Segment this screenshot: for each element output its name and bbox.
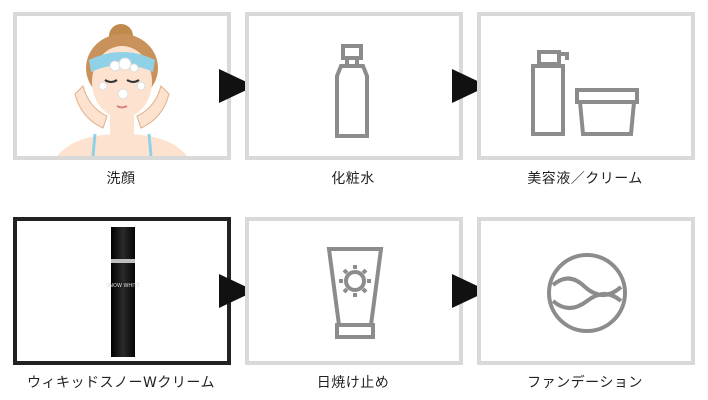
step-foundation-box	[477, 217, 695, 365]
step-label: 美容液／クリーム	[527, 171, 643, 187]
step-face-wash-box	[13, 12, 231, 160]
face-wash-illustration	[57, 24, 187, 156]
step-label: 化粧水	[331, 171, 375, 187]
step-serum-cream-box	[477, 12, 695, 160]
step-label: 日焼け止め	[316, 375, 390, 391]
serum-cream-jar-icon	[531, 50, 639, 136]
step-label: ファンデーション	[527, 375, 643, 391]
product-text: SNOW WHITE	[106, 283, 140, 289]
step-label: 洗顔	[106, 171, 136, 187]
step-toner-box	[245, 12, 463, 160]
step-sunscreen-box	[245, 217, 463, 365]
product-bottle-photo: SNOW WHITE	[106, 227, 140, 357]
toner-bottle-icon	[335, 44, 369, 138]
foundation-compact-icon	[547, 253, 627, 333]
step-label: ウィキッドスノーWクリーム	[27, 375, 215, 391]
step-product-box: SNOW WHITE	[13, 217, 231, 365]
sunscreen-tube-icon	[326, 247, 384, 339]
